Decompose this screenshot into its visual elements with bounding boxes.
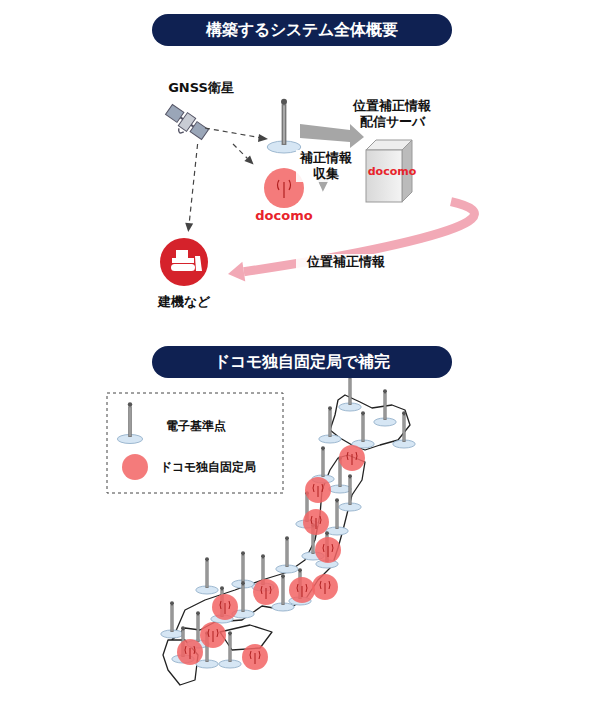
legend-frame bbox=[107, 393, 283, 493]
legend-text: ドコモ独自固定局 bbox=[160, 459, 256, 475]
docomo-station-mark bbox=[289, 577, 315, 603]
signal-line bbox=[205, 128, 262, 138]
docomo-station-mark bbox=[212, 594, 238, 620]
heading-text: 構築するシステム全体概要 bbox=[206, 20, 398, 40]
arrowhead bbox=[185, 223, 193, 232]
antenna-icon bbox=[339, 474, 361, 511]
node-label: GNSS衛星 bbox=[152, 80, 250, 96]
docomo-station-mark bbox=[315, 537, 341, 563]
docomo-station-mark bbox=[253, 579, 279, 605]
connector-line bbox=[189, 144, 197, 223]
connector-line bbox=[244, 202, 475, 272]
antenna-icon bbox=[319, 406, 341, 443]
docomo-station-mark bbox=[305, 477, 331, 503]
station-glyph bbox=[278, 180, 291, 198]
japan-map bbox=[163, 395, 410, 685]
antenna-icon bbox=[393, 411, 415, 448]
machine-icon bbox=[160, 238, 208, 286]
edge-label: 補正情報 収集 bbox=[296, 150, 356, 182]
docomo-station-mark bbox=[242, 644, 268, 670]
docomo-station-mark bbox=[200, 622, 226, 648]
antenna-icon bbox=[117, 402, 142, 443]
node-label: 位置補正情報 配信サーバ bbox=[333, 98, 451, 130]
antenna-icon bbox=[161, 601, 183, 638]
signal-arrowhead bbox=[258, 134, 268, 142]
icon-node: 建機など bbox=[138, 234, 230, 310]
legend-text: 電子基準点 bbox=[166, 418, 226, 434]
antenna-icon bbox=[352, 411, 374, 448]
antenna-icon bbox=[196, 557, 218, 594]
heading-text: ドコモ独自固定局で補完 bbox=[214, 352, 390, 372]
connector-line bbox=[233, 144, 247, 158]
legend-swatch bbox=[122, 454, 148, 480]
reference-point-icon bbox=[267, 99, 301, 153]
bulldozer-glyph bbox=[171, 250, 202, 271]
connector bbox=[228, 202, 474, 282]
satellite-icon bbox=[162, 103, 210, 145]
heading-band: ドコモ独自固定局で補完 bbox=[152, 346, 452, 378]
antenna-icon bbox=[232, 551, 254, 588]
docomo-station-mark bbox=[312, 574, 338, 600]
docomo-station-mark bbox=[177, 639, 203, 665]
antenna-icon bbox=[326, 498, 348, 535]
node-label: docomo bbox=[248, 208, 321, 224]
node-label: 建機など bbox=[138, 294, 230, 310]
connector bbox=[185, 144, 197, 232]
antenna-icon bbox=[267, 99, 301, 153]
docomo-station-mark bbox=[303, 509, 329, 535]
collect-arrow bbox=[300, 124, 364, 148]
arrowhead bbox=[228, 262, 245, 282]
icon-node: GNSS衛星 bbox=[152, 80, 250, 144]
antenna-icon bbox=[276, 536, 298, 573]
connector bbox=[233, 144, 254, 165]
map-stations bbox=[161, 374, 415, 670]
legend-antenna-icon bbox=[117, 402, 142, 443]
arrowhead bbox=[244, 155, 253, 164]
edge-label: 位置補正情報 bbox=[296, 254, 396, 270]
antenna-icon bbox=[339, 374, 361, 411]
docomo-station-mark bbox=[339, 445, 365, 471]
antenna-icon bbox=[374, 389, 396, 426]
heading-band: 構築するシステム全体概要 bbox=[152, 14, 452, 46]
